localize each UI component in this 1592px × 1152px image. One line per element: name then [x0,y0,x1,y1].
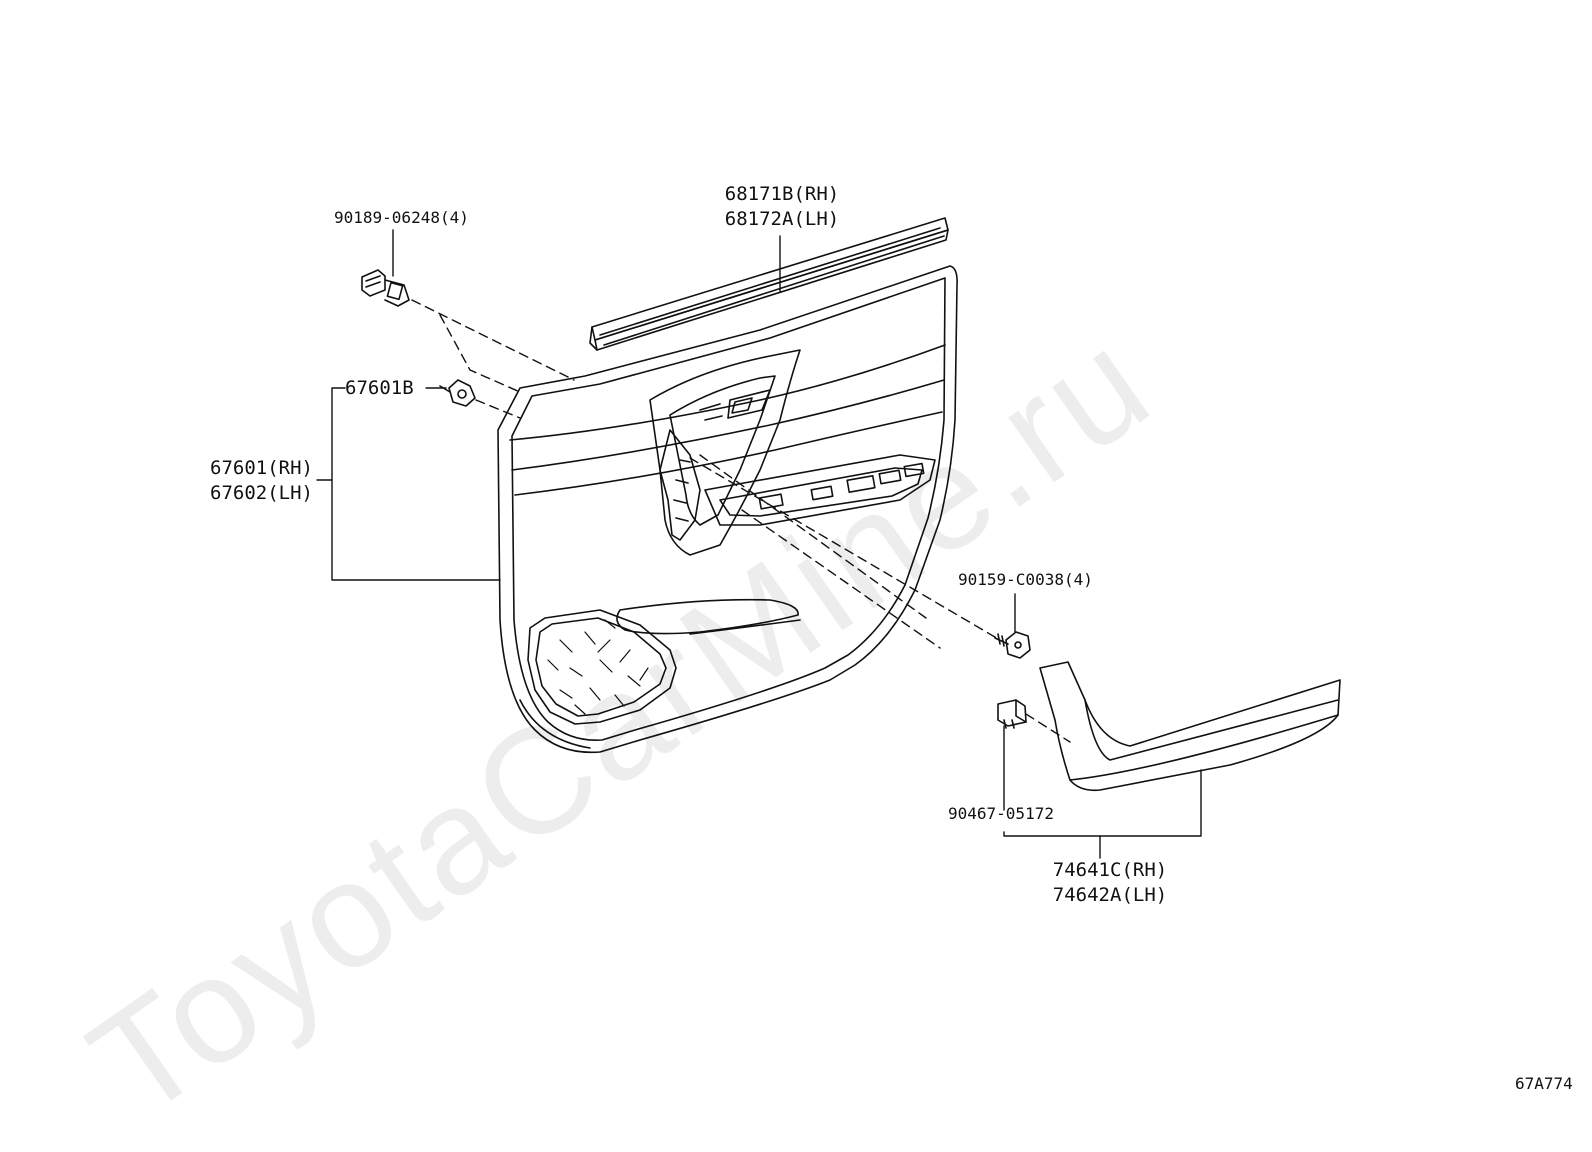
label-67601b: 67601B [345,377,414,399]
label-67601-rh: 67601(RH) [210,457,313,479]
label-68172a-lh: 68172A(LH) [724,208,840,230]
label-68171b-rh: 68171B(RH) [724,183,840,205]
screw-90159-c0038 [994,631,1031,659]
label-90467-05172: 90467-05172 [948,804,1054,823]
belt-weatherstrip [589,217,949,351]
label-67602-lh: 67602(LH) [210,482,313,504]
label-90159-c0038: 90159-C0038(4) [958,570,1093,589]
label-74642a-lh: 74642A(LH) [1052,884,1168,906]
clip-90467-05172 [997,699,1027,729]
diagram-canvas [316,217,1341,859]
door-trim-panel [497,265,958,754]
diagram-id: 67A774 [1515,1074,1573,1093]
dashed-assembly-lines [411,299,1071,743]
leader-lines [316,229,1202,859]
label-90189-06248: 90189-06248(4) [334,208,469,227]
label-74641c-rh: 74641C(RH) [1052,859,1168,881]
clip-90189-06248 [361,269,410,307]
lower-moulding [1039,661,1341,792]
clip-67601b [439,379,476,407]
